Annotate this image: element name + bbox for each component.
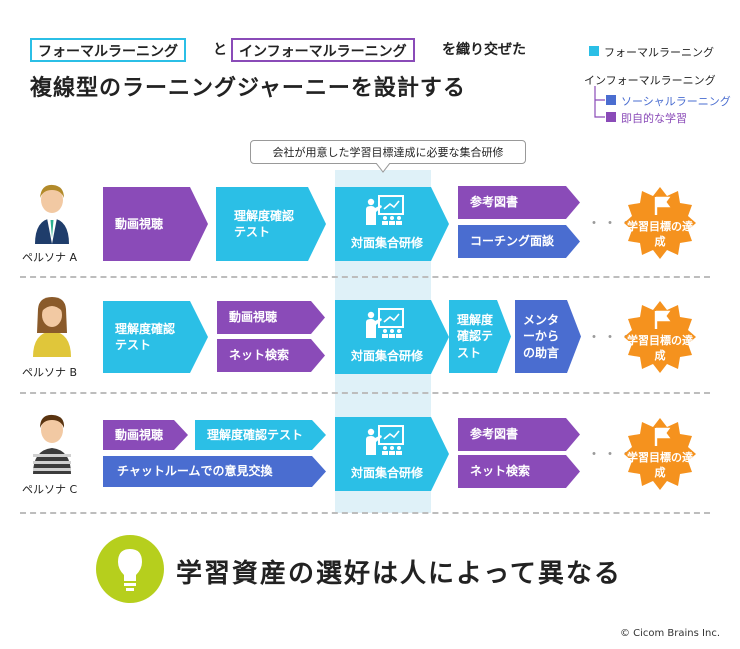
formal-title-box: フォーマルラーニング [30, 38, 186, 62]
callout-pointer [376, 163, 390, 173]
center-training-step: 対面集合研修 [335, 417, 449, 491]
presenter-board-icon [365, 195, 405, 225]
persona-b-label: ペルソナ B [22, 366, 78, 379]
flag-icon [654, 427, 671, 446]
step-reference-books: 参考図書 [458, 186, 580, 219]
step-label: 参考図書 [470, 195, 519, 210]
step-reference-books: 参考図書 [458, 418, 580, 451]
center-training-step: 対面集合研修 [335, 300, 449, 374]
row-divider [20, 512, 710, 514]
step-coaching: コーチング面談 [458, 225, 580, 258]
goal-label: 学習目標の達成 [627, 334, 693, 362]
step-label: チャットルームでの意見交換 [117, 464, 273, 479]
goal-badge [624, 418, 696, 490]
step-label: 理解度確認テスト [207, 427, 304, 442]
legend-tree-lines [594, 86, 605, 118]
title-suffix: を織り交ぜた [442, 42, 526, 58]
persona-a-label: ペルソナ A [22, 251, 78, 264]
step-label: 理解度確認テスト [457, 313, 494, 360]
legend-social-swatch [606, 95, 616, 105]
copyright: © Cicom Brains Inc. [619, 628, 720, 639]
step-label: 動画視聴 [115, 427, 164, 442]
title-conjunction: と [213, 42, 227, 58]
step-test: 理解度確認テスト [449, 300, 511, 373]
step-test: 理解度確認テスト [195, 420, 326, 450]
callout-box: 会社が用意した学習目標達成に必要な集合研修 [250, 140, 526, 164]
legend-jit-label: 即自的な学習 [621, 112, 687, 125]
legend-formal-swatch [589, 46, 599, 56]
step-label: 動画視聴 [115, 216, 164, 231]
step-label: 対面集合研修 [350, 236, 423, 250]
step-label: ネット検索 [470, 464, 531, 479]
flag-icon [654, 196, 671, 215]
step-label: コーチング面談 [470, 234, 555, 249]
step-label: 対面集合研修 [350, 466, 423, 480]
row-divider [20, 392, 710, 394]
center-training-step: 対面集合研修 [335, 187, 449, 261]
step-chatroom: チャットルームでの意見交換 [103, 456, 326, 487]
flag-icon [654, 310, 671, 329]
step-label: 参考図書 [470, 427, 519, 442]
goal-label: 学習目標の達成 [627, 451, 693, 479]
legend-informal-title: インフォーマルラーニング [584, 74, 716, 87]
legend-jit-swatch [606, 112, 616, 122]
footer-message: 学習資産の選好は人によって異なる [176, 559, 622, 589]
step-label: メンターからの助言 [523, 313, 560, 360]
persona-b-avatar [33, 297, 71, 357]
step-label: 動画視聴 [229, 310, 278, 325]
step-web-search: ネット検索 [458, 455, 580, 488]
legend-social-label: ソーシャルラーニング [621, 95, 731, 108]
informal-title-box: インフォーマルラーニング [231, 38, 415, 62]
goal-badge [624, 187, 696, 259]
persona-a-avatar [35, 184, 69, 244]
goal-label: 学習目標の達成 [627, 220, 693, 248]
legend-formal-label: フォーマルラーニング [604, 46, 714, 59]
lightbulb-icon [96, 535, 164, 603]
step-video: 動画視聴 [103, 420, 188, 450]
step-label: 対面集合研修 [350, 349, 423, 363]
step-test: 理解度確認テスト [103, 301, 208, 373]
row-divider [20, 276, 710, 278]
goal-badge [624, 301, 696, 373]
persona-c-label: ペルソナ C [22, 483, 78, 496]
persona-c-avatar [33, 414, 71, 474]
step-label: ネット検索 [229, 348, 290, 363]
step-label: 理解度確認テスト [115, 321, 176, 352]
step-web-search: ネット検索 [217, 339, 325, 372]
step-video: 動画視聴 [103, 187, 208, 261]
presenter-board-icon [365, 425, 405, 455]
step-mentor-advice: メンターからの助言 [515, 300, 581, 373]
presenter-board-icon [365, 308, 405, 338]
step-label: 理解度確認テスト [234, 208, 295, 239]
page-title: 複線型のラーニングジャーニーを設計する [30, 76, 466, 101]
step-video: 動画視聴 [217, 301, 325, 334]
step-test: 理解度確認テスト [216, 187, 326, 261]
